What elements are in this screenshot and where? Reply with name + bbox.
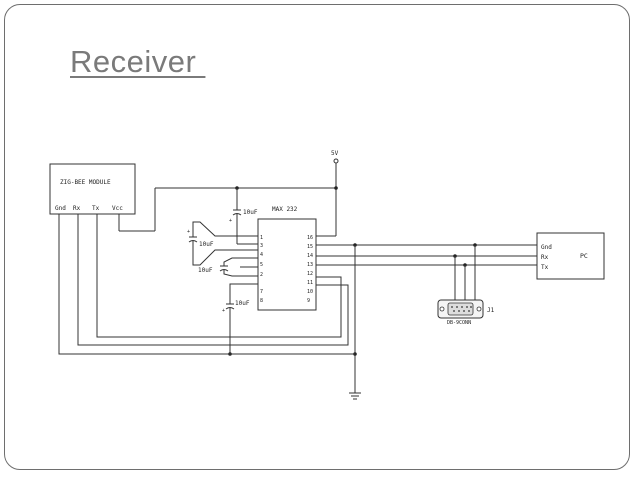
zigbee-pin-gnd: Gnd — [55, 205, 66, 212]
ic-name: MAX 232 — [272, 206, 298, 213]
ic-pin-5: 5 — [260, 262, 263, 268]
capacitor-c2: + 10uF — [187, 221, 258, 266]
zigbee-wiring — [58, 214, 355, 355]
max232-ic: MAX 232 1 3 4 5 2 7 8 16 15 14 13 12 11 … — [257, 206, 317, 311]
pc-pin-tx: Tx — [541, 264, 549, 271]
connector-sub-label: DB-9CONN — [447, 320, 471, 326]
ic-pin-14: 14 — [307, 253, 313, 259]
ic-pin-10: 10 — [307, 289, 313, 295]
capacitor-c3: 10uF — [198, 257, 258, 277]
capacitor-c1: + 10uF — [229, 188, 258, 245]
ic-pin-1: 1 — [260, 235, 263, 241]
capacitor-c3-label: 10uF — [198, 267, 213, 274]
ic-pin-13: 13 — [307, 262, 313, 268]
rs232-lines — [316, 243, 537, 393]
ic-pin-8: 8 — [260, 298, 263, 304]
ic-pin-12: 12 — [307, 271, 313, 277]
ic-pin-7: 7 — [260, 289, 263, 295]
zigbee-pin-vcc: Vcc — [112, 205, 123, 212]
pc-title: PC — [580, 252, 588, 260]
zigbee-pin-rx: Rx — [73, 205, 81, 212]
supply-label: 5V — [331, 150, 339, 157]
pc-pin-rx: Rx — [541, 254, 549, 261]
pc-box: PC Gnd Rx Tx — [536, 232, 605, 280]
svg-text:+: + — [187, 229, 190, 235]
capacitor-c1-label: 10uF — [243, 209, 258, 216]
db9-connector: J1 DB-9CONN — [437, 299, 495, 326]
svg-text:+: + — [222, 308, 225, 314]
ic-pin-9: 9 — [307, 298, 310, 304]
slide-title: Receiver — [70, 44, 206, 79]
zigbee-module: ZIG-BEE MODULE Gnd Rx Tx Vcc — [49, 163, 136, 215]
supply-5v: 5V — [118, 150, 339, 237]
capacitor-c2-label: 10uF — [199, 241, 214, 248]
capacitor-c4-label: 10uF — [235, 300, 250, 307]
ic-pin-3: 3 — [260, 243, 263, 249]
ic-pin-11: 11 — [307, 280, 313, 286]
slide-frame — [4, 4, 630, 470]
ic-pin-2: 2 — [260, 272, 263, 278]
pc-pin-gnd: Gnd — [541, 244, 552, 251]
capacitor-c4: + 10uF — [222, 283, 258, 356]
connector-ref: J1 — [487, 307, 495, 314]
ic-pin-15: 15 — [307, 244, 313, 250]
zigbee-module-title: ZIG-BEE MODULE — [60, 179, 111, 186]
ic-pin-4: 4 — [260, 252, 263, 258]
ground-symbol — [349, 392, 361, 400]
ic-pin-16: 16 — [307, 235, 313, 241]
zigbee-pin-tx: Tx — [92, 205, 100, 212]
svg-text:+: + — [229, 218, 232, 224]
